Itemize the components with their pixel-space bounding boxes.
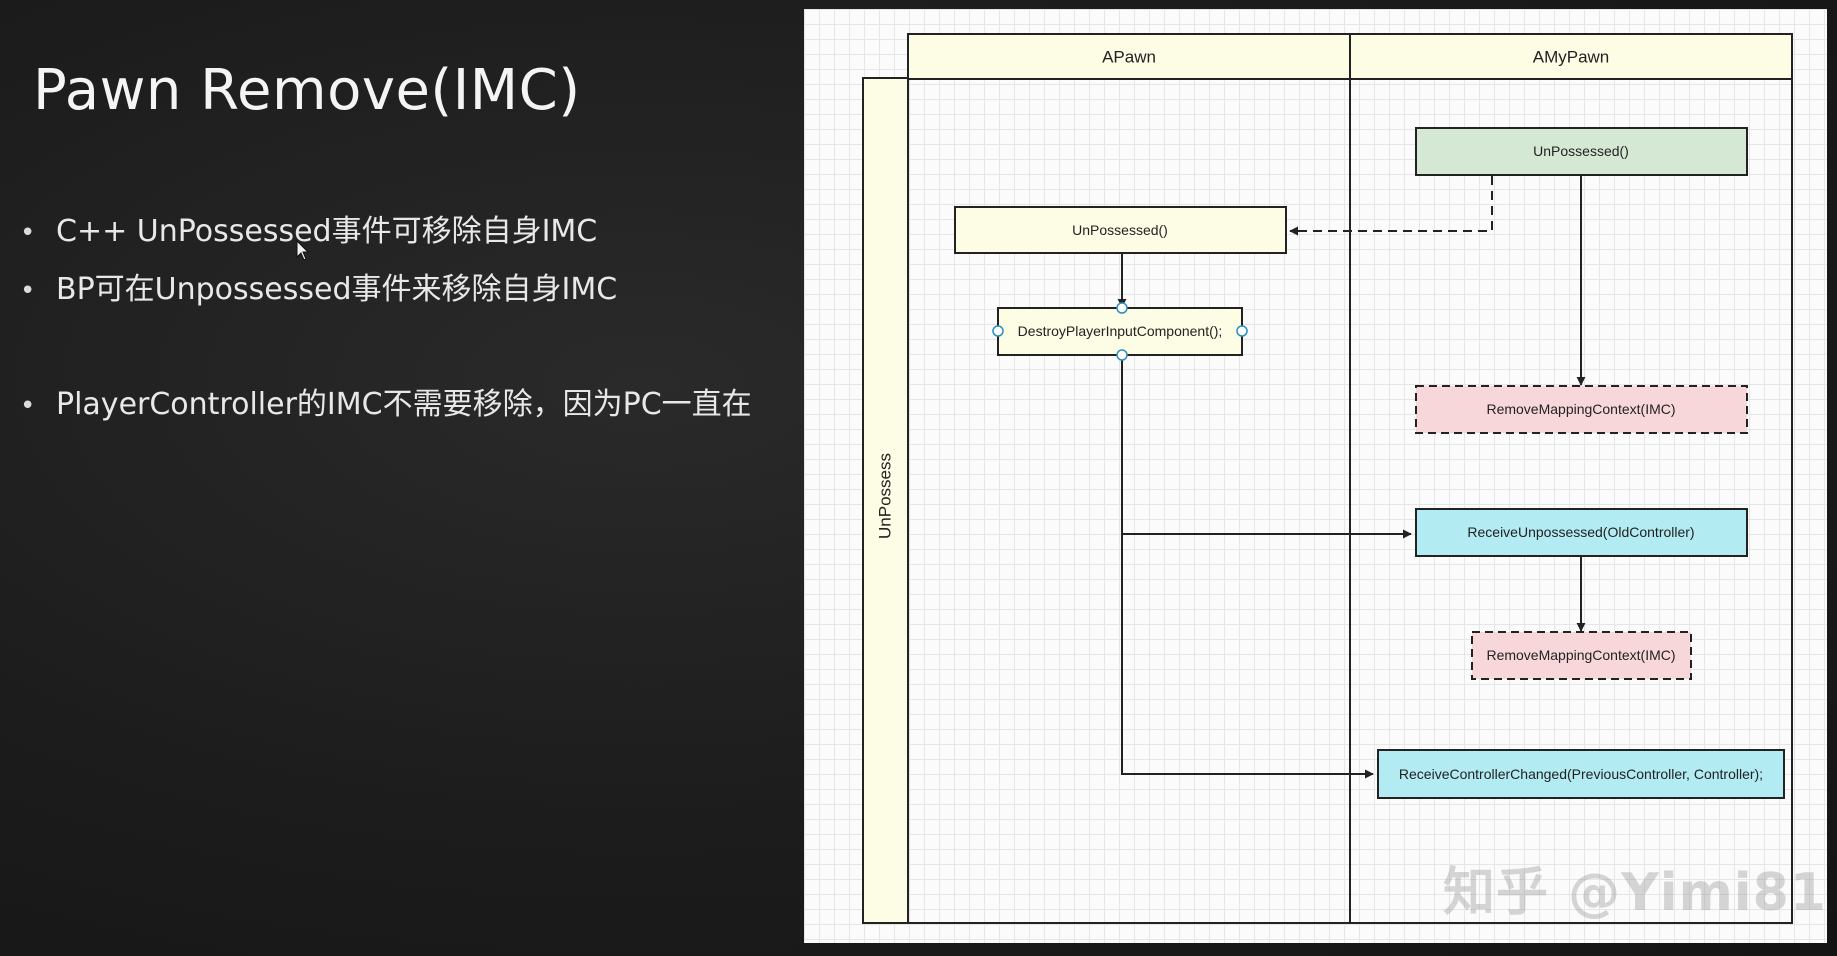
- lane-apawn: APawn: [907, 33, 1351, 924]
- lane-label-amypawn: AMyPawn: [1533, 48, 1610, 67]
- node-receive-unpossessed: ReceiveUnpossessed(OldController): [1415, 508, 1748, 557]
- node-apawn-unpossessed: UnPossessed(): [954, 206, 1287, 254]
- node-label: ReceiveUnpossessed(OldController): [1467, 524, 1694, 540]
- bullet-list: • C++ UnPossessed事件可移除自身IMC • BP可在Unposses…: [0, 0, 800, 956]
- node-label: RemoveMappingContext(IMC): [1486, 401, 1675, 417]
- connection-point-icon: [1116, 302, 1128, 314]
- bullet-item: • C++ UnPossessed事件可移除自身IMC: [20, 206, 597, 250]
- swimlane-diagram: UnPossess APawn AMyPawn: [862, 33, 1793, 924]
- bullet-dot-icon: •: [20, 391, 36, 421]
- node-label: DestroyPlayerInputComponent();: [1018, 323, 1223, 339]
- edges: [1117, 176, 1586, 779]
- node-destroy-player-input-component: DestroyPlayerInputComponent();: [992, 302, 1248, 361]
- node-label: UnPossessed(): [1533, 143, 1629, 159]
- node-remove-mapping-context-1: RemoveMappingContext(IMC): [1415, 385, 1748, 434]
- edge-destroy-to-receive-controller-changed: [1121, 355, 1374, 779]
- diagram-panel: UnPossess APawn AMyPawn: [804, 9, 1827, 943]
- pool-header: UnPossess: [862, 77, 909, 924]
- lane-amypawn: AMyPawn: [1349, 33, 1793, 924]
- lane-label-apawn: APawn: [1102, 48, 1156, 67]
- pool-label: UnPossess: [876, 453, 895, 539]
- node-amypawn-unpossessed: UnPossessed(): [1415, 127, 1748, 176]
- connection-point-icon: [1116, 349, 1128, 361]
- bullet-dot-icon: •: [20, 218, 36, 248]
- connection-point-icon: [992, 325, 1004, 337]
- node-label: RemoveMappingContext(IMC): [1486, 647, 1675, 663]
- bullet-text: PlayerController的IMC不需要移除，因为PC一直在: [56, 387, 752, 422]
- bullet-item: • PlayerController的IMC不需要移除，因为PC一直在: [20, 379, 752, 423]
- node-label: UnPossessed(): [1072, 222, 1168, 238]
- node-receive-controller-changed: ReceiveControllerChanged(PreviousControl…: [1377, 749, 1785, 799]
- connection-point-icon: [1236, 325, 1248, 337]
- bullet-dot-icon: •: [20, 276, 36, 306]
- edge-super-call: [1289, 176, 1493, 236]
- node-label: ReceiveControllerChanged(PreviousControl…: [1399, 766, 1763, 782]
- slide-title: Pawn Remove(IMC): [33, 58, 581, 123]
- bullet-text: C++ UnPossessed事件可移除自身IMC: [56, 214, 598, 249]
- bullet-text: BP可在Unpossessed事件来移除自身IMC: [56, 272, 618, 307]
- edge-destroy-to-receive-unpossessed: [1121, 355, 1412, 539]
- watermark: 知乎 @Yimi81: [1443, 863, 1827, 923]
- mouse-cursor-icon: [296, 240, 310, 261]
- bullet-item: • BP可在Unpossessed事件来移除自身IMC: [20, 264, 617, 308]
- node-remove-mapping-context-2: RemoveMappingContext(IMC): [1471, 631, 1692, 680]
